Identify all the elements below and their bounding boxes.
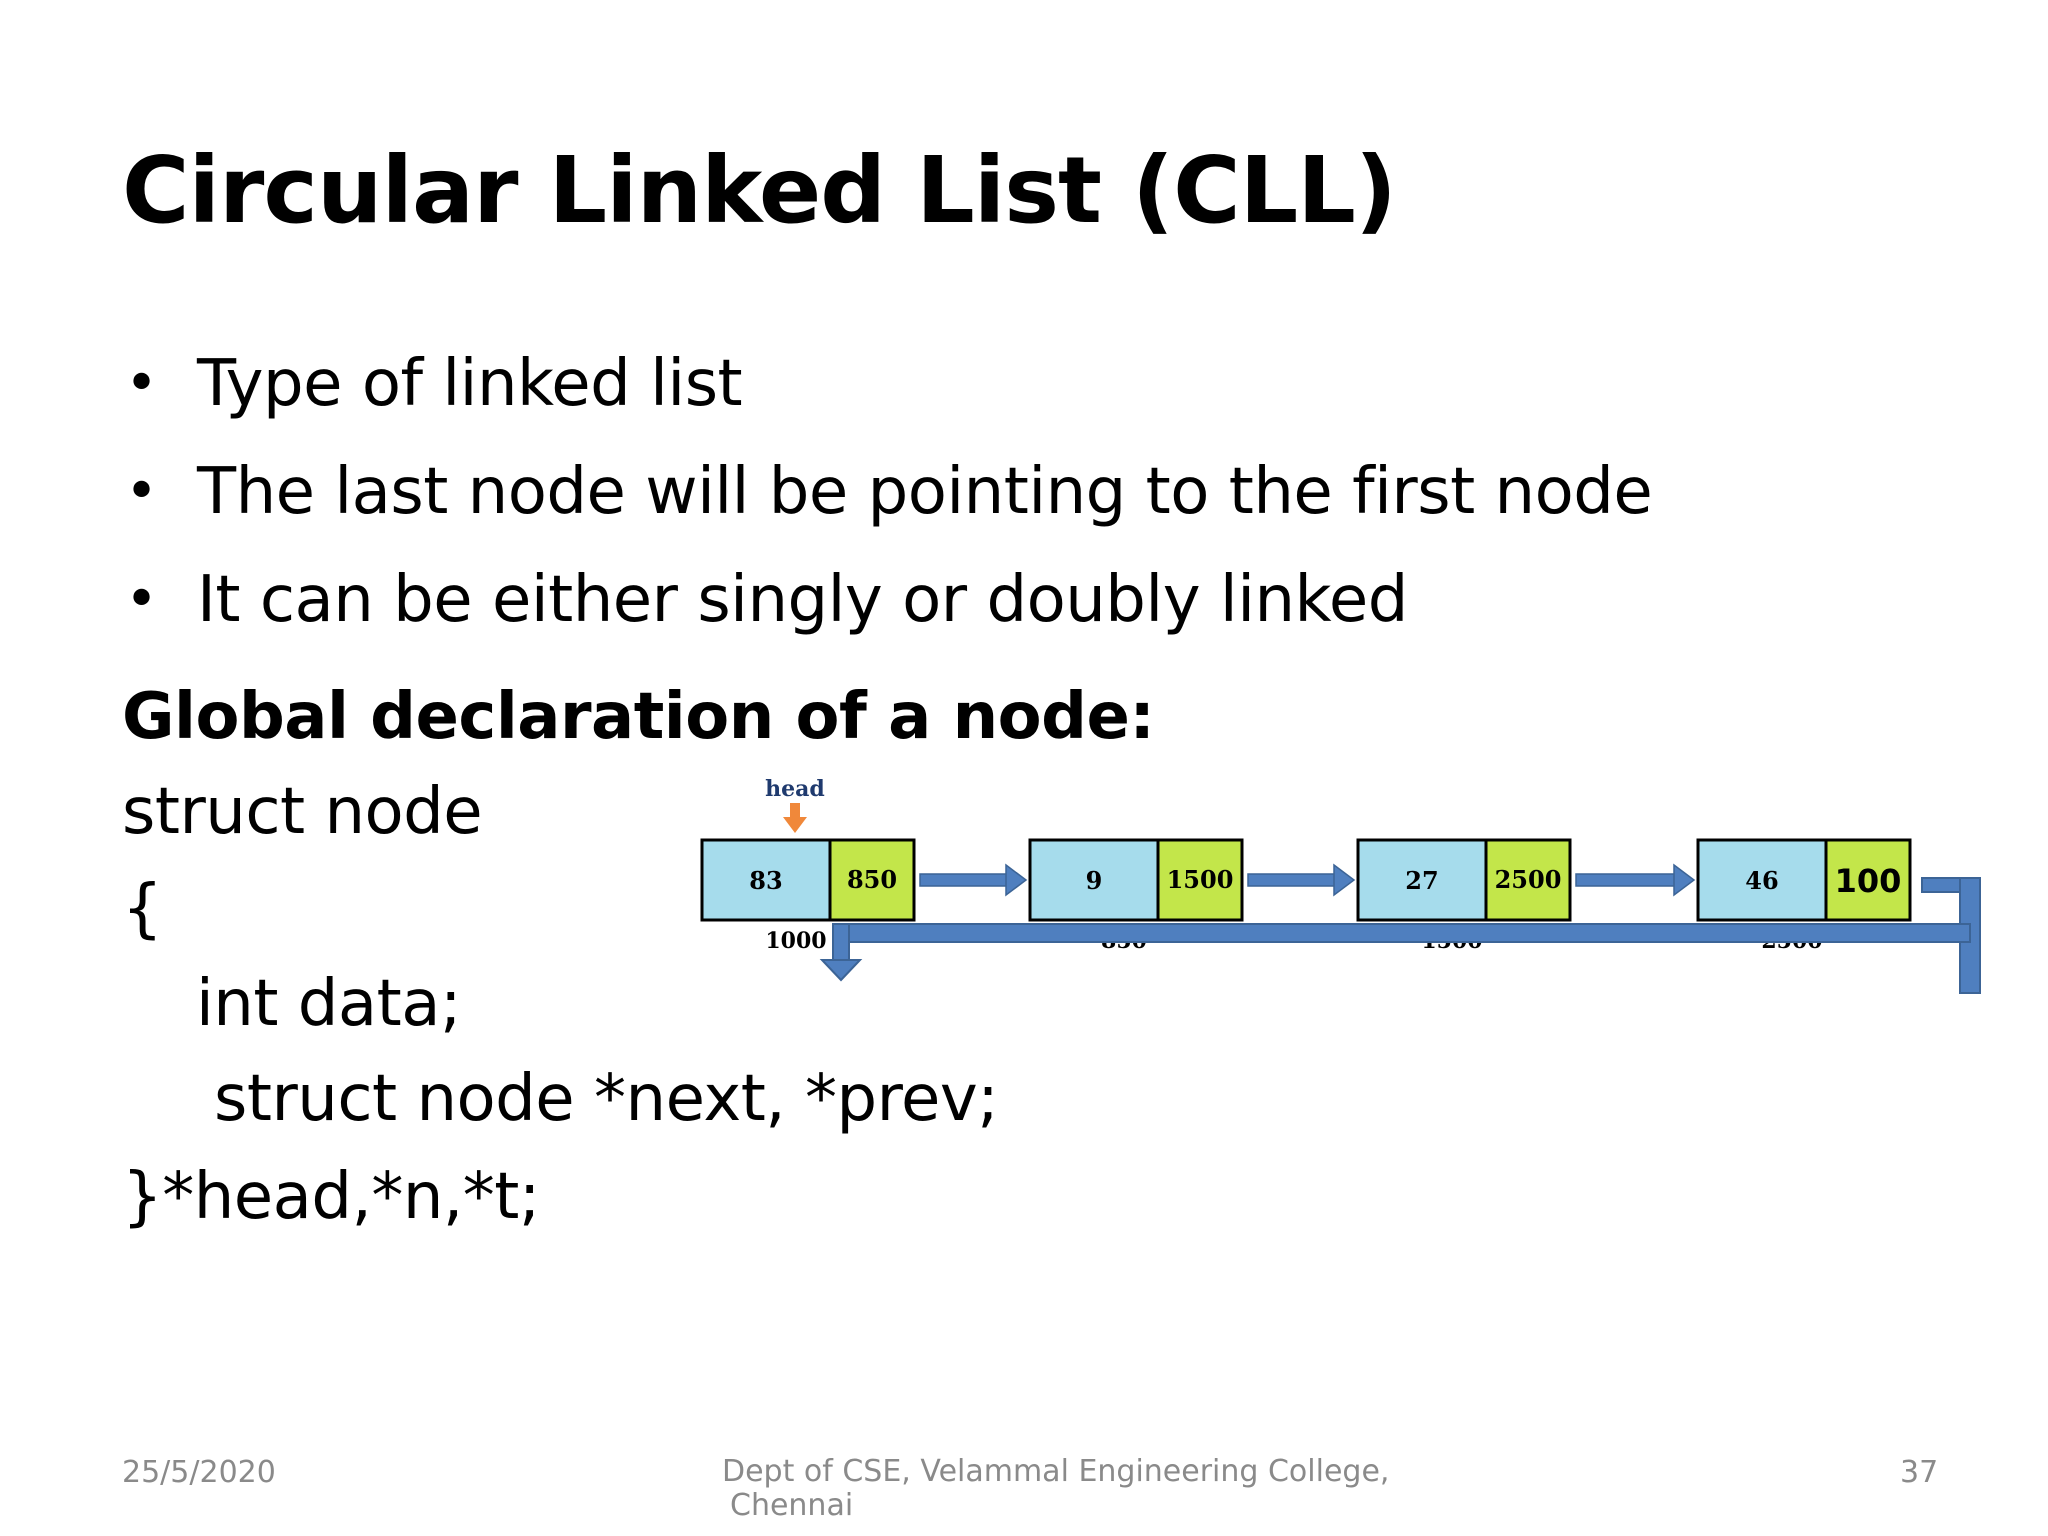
code-line: struct node xyxy=(122,775,483,849)
code-line: int data; xyxy=(196,967,462,1041)
code-line: struct node *next, *prev; xyxy=(214,1062,999,1136)
node-next-value: 850 xyxy=(847,865,897,894)
bullet-text: It can be either singly or doubly linked xyxy=(197,563,1408,637)
bullet-text: The last node will be pointing to the fi… xyxy=(197,455,1653,529)
return-arrow-icon xyxy=(819,877,1981,994)
bullet-text: Type of linked list xyxy=(197,347,743,421)
code-heading: Global declaration of a node: xyxy=(122,680,1155,754)
node-data-value: 9 xyxy=(1086,866,1103,895)
footer-department-line: Dept of CSE, Velammal Engineering Colleg… xyxy=(722,1454,1390,1489)
node-next-cell xyxy=(1824,838,1912,922)
node-data-value: 46 xyxy=(1745,866,1778,895)
footer-page-number: 37 xyxy=(1900,1455,1939,1490)
next-arrow-icon xyxy=(1247,863,1356,897)
node-next-cell xyxy=(828,838,916,922)
node-next-value: 1500 xyxy=(1167,865,1234,894)
bullet-icon: • xyxy=(125,351,158,416)
bullet-icon: • xyxy=(125,567,158,632)
footer-department-line: Chennai xyxy=(730,1488,854,1523)
node-next-value: 100 xyxy=(1835,862,1902,900)
bullet-icon: • xyxy=(125,459,158,524)
circular-linked-list-diagram: head 83850100091500850272500150046100250… xyxy=(700,776,1981,994)
node-address: 1000 xyxy=(765,928,826,954)
node-next-cell xyxy=(1156,838,1244,922)
list-node: 91500850 xyxy=(1028,838,1244,954)
head-arrow-icon xyxy=(783,803,807,833)
nodes-layer: 838501000915008502725001500461002500 xyxy=(700,838,1912,954)
bullet-list: • Type of linked list • The last node wi… xyxy=(122,330,1653,654)
node-data-cell xyxy=(700,838,832,922)
node-next-value: 2500 xyxy=(1495,865,1562,894)
head-label: head xyxy=(765,776,825,802)
footer-department: Dept of CSE, Velammal Engineering Colleg… xyxy=(722,1455,1389,1523)
slide-title: Circular Linked List (CLL) xyxy=(122,137,1397,244)
list-node: 83 850 1000 xyxy=(700,838,916,954)
footer-date: 25/5/2020 xyxy=(122,1455,276,1490)
code-line: }*head,*n,*t; xyxy=(122,1160,540,1234)
bullet-item: • Type of linked list xyxy=(122,330,1652,438)
code-line: { xyxy=(122,872,163,946)
node-data-value: 83 xyxy=(749,866,782,895)
bullet-item: • The last node will be pointing to the … xyxy=(122,438,1653,546)
next-arrow-icon xyxy=(1575,863,1696,897)
next-arrow-icon xyxy=(919,863,1028,897)
bullet-item: • It can be either singly or doubly link… xyxy=(122,546,1652,654)
node-data-value: 27 xyxy=(1405,866,1438,895)
node-next-cell xyxy=(1484,838,1572,922)
